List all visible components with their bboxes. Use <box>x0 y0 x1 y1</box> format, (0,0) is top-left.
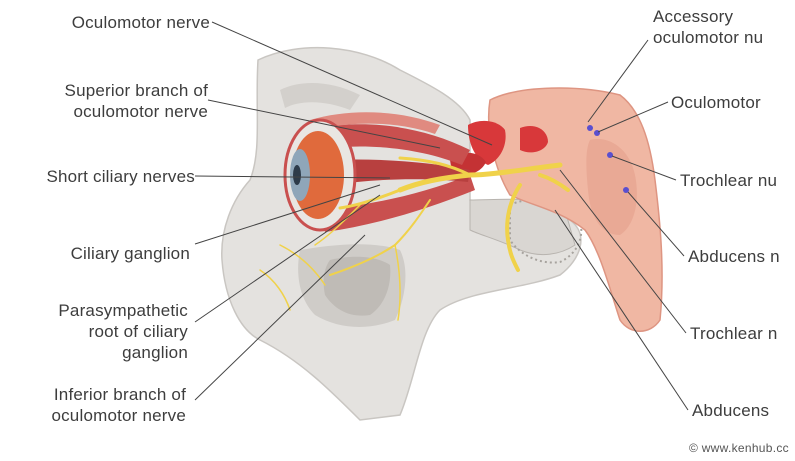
label-ciliary-ganglion: Ciliary ganglion <box>71 243 190 264</box>
label-trochlear-nerve: Trochlear n <box>690 323 778 344</box>
accessory-nucleus-dot <box>587 125 593 131</box>
label-superior-branch: Superior branch of oculomotor nerve <box>65 80 208 122</box>
label-accessory-oculomotor-nucleus: Accessory oculomotor nu <box>653 6 763 48</box>
oculomotor-nucleus-dot <box>594 130 600 136</box>
copyright-credit: © www.kenhub.cc <box>689 441 789 455</box>
label-oculomotor-nucleus: Oculomotor <box>671 92 761 113</box>
label-abducens-nucleus: Abducens n <box>688 246 780 267</box>
label-short-ciliary-nerves: Short ciliary nerves <box>46 166 195 187</box>
label-inferior-branch: Inferior branch of oculomotor nerve <box>51 384 186 426</box>
label-trochlear-nucleus: Trochlear nu <box>680 170 777 191</box>
label-oculomotor-nerve: Oculomotor nerve <box>72 12 210 33</box>
label-abducens-nerve: Abducens <box>692 400 769 421</box>
label-parasympathetic-root: Parasympathetic root of ciliary ganglion <box>58 300 188 363</box>
trochlear-nucleus-dot <box>607 152 613 158</box>
eyeball <box>285 120 355 230</box>
